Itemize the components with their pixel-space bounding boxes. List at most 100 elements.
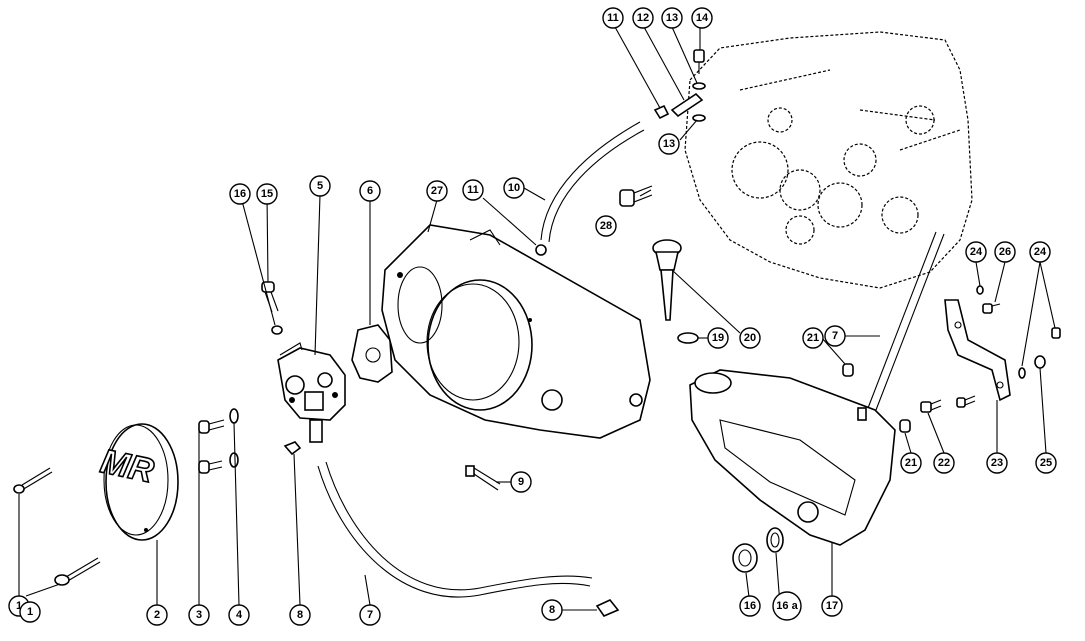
callout-label: 16 [744, 600, 756, 612]
callout-label: 2 [154, 609, 160, 621]
clutch-cover [381, 224, 651, 439]
callout-label: 7 [367, 609, 373, 621]
callout-label: 13 [666, 12, 678, 24]
callout-label: 7 [832, 330, 838, 342]
callout-label: 21 [807, 332, 819, 344]
callout-label: 24 [1034, 246, 1047, 258]
washer-4 [229, 408, 239, 468]
oil-hose-7-upper [867, 231, 945, 411]
callout-c16b: 16 [739, 595, 761, 617]
callout-label: 11 [467, 184, 479, 196]
callout-label: 13 [663, 138, 675, 150]
callout-label: 8 [297, 609, 303, 621]
screw-1-lower [54, 557, 101, 586]
callout-label: 15 [261, 188, 273, 200]
callout-c13a: 13 [661, 7, 683, 29]
callout-label: 5 [317, 180, 323, 192]
hose-clip-8-lower [595, 599, 620, 617]
callout-c24a: 24 [965, 241, 987, 263]
callout-c7a: 7 [359, 604, 381, 626]
callout-c21b: 21 [900, 452, 922, 474]
oil-tank [689, 369, 896, 546]
callout-label: 4 [236, 609, 243, 621]
hose-clip-8 [283, 441, 302, 456]
callout-c12: 12 [632, 7, 654, 29]
callout-c23: 23 [986, 452, 1008, 474]
oil-pipe-10 [540, 121, 645, 243]
screw-22 [920, 395, 976, 413]
leader-lines [18, 26, 1056, 611]
callout-label: 19 [712, 332, 724, 344]
washer-13-upper [692, 82, 706, 90]
o-ring-19 [677, 332, 699, 344]
nut-25 [1034, 327, 1061, 369]
callout-c28: 28 [595, 215, 617, 237]
oil-hose-7-lower [317, 461, 593, 598]
screw-1-upper [13, 467, 53, 494]
callout-label: 8 [549, 604, 555, 616]
callout-c11b: 11 [462, 179, 484, 201]
callout-label: 25 [1040, 457, 1052, 469]
callout-c4: 4 [228, 604, 250, 626]
callout-c15: 15 [256, 183, 278, 205]
screw-3 [198, 419, 225, 474]
callout-c11a: 11 [602, 7, 624, 29]
callout-label: 28 [600, 220, 612, 232]
callout-label: 12 [637, 12, 649, 24]
callout-label: 23 [991, 457, 1003, 469]
callout-label: 9 [518, 476, 524, 488]
callout-c20: 20 [739, 327, 761, 349]
callout-c16a: 16 [229, 183, 251, 205]
callout-c17: 17 [821, 595, 843, 617]
callout-label: 21 [905, 457, 917, 469]
callout-c1b [19, 601, 41, 623]
callout-c27: 27 [426, 180, 448, 202]
callout-c2: 2 [146, 604, 168, 626]
clip-11-lower [535, 244, 547, 256]
callout-c10: 10 [503, 177, 525, 199]
callout-label: 11 [607, 12, 619, 24]
oil-pump [277, 342, 346, 443]
callout-c3: 3 [188, 604, 210, 626]
callout-label: 20 [744, 332, 756, 344]
callout-label: 24 [970, 246, 983, 258]
callout-label: 16 [234, 188, 246, 200]
banjo-bolt-12 [670, 92, 704, 118]
rubber-grommet-21-upper [842, 363, 854, 377]
callout-c22: 22 [933, 452, 955, 474]
callout-c19: 19 [707, 327, 729, 349]
callout-label: 16 a [776, 600, 798, 612]
screw-9 [465, 465, 501, 491]
nut-16 [271, 325, 283, 335]
screw-14 [693, 49, 705, 74]
rubber-grommet-21-lower [899, 419, 911, 433]
callout-c25: 25 [1035, 452, 1057, 474]
clip-11-upper [653, 104, 670, 120]
callout-label: 17 [826, 600, 838, 612]
callout-label: 26 [999, 246, 1011, 258]
dipstick-20 [652, 239, 682, 321]
callout-c5: 5 [309, 175, 331, 197]
callout-c26: 26 [994, 241, 1016, 263]
callout-label: 22 [938, 457, 950, 469]
callout-label: 6 [367, 185, 373, 197]
callout-c8a: 8 [289, 604, 311, 626]
gasket-6 [351, 324, 393, 383]
mounting-bracket-23 [944, 299, 1011, 402]
callout-label: 27 [431, 185, 443, 197]
washer-13-lower [692, 114, 706, 122]
drain-plug-16 [732, 543, 758, 573]
plug-28 [619, 185, 653, 207]
callout-label: 14 [696, 12, 709, 24]
washer-24-right [1018, 367, 1026, 379]
callout-c16c: 16 a [772, 591, 802, 621]
callout-label: 3 [196, 609, 202, 621]
engine-crankcase [684, 31, 973, 289]
callout-c7b: 7 [824, 325, 846, 347]
callout-c14: 14 [691, 7, 713, 29]
side-cover-plate: MR [97, 423, 179, 541]
callout-c9: 9 [510, 471, 532, 493]
callout-c8b: 8 [541, 599, 563, 621]
callout-c24b: 24 [1029, 241, 1051, 263]
callout-c13b: 13 [658, 133, 680, 155]
